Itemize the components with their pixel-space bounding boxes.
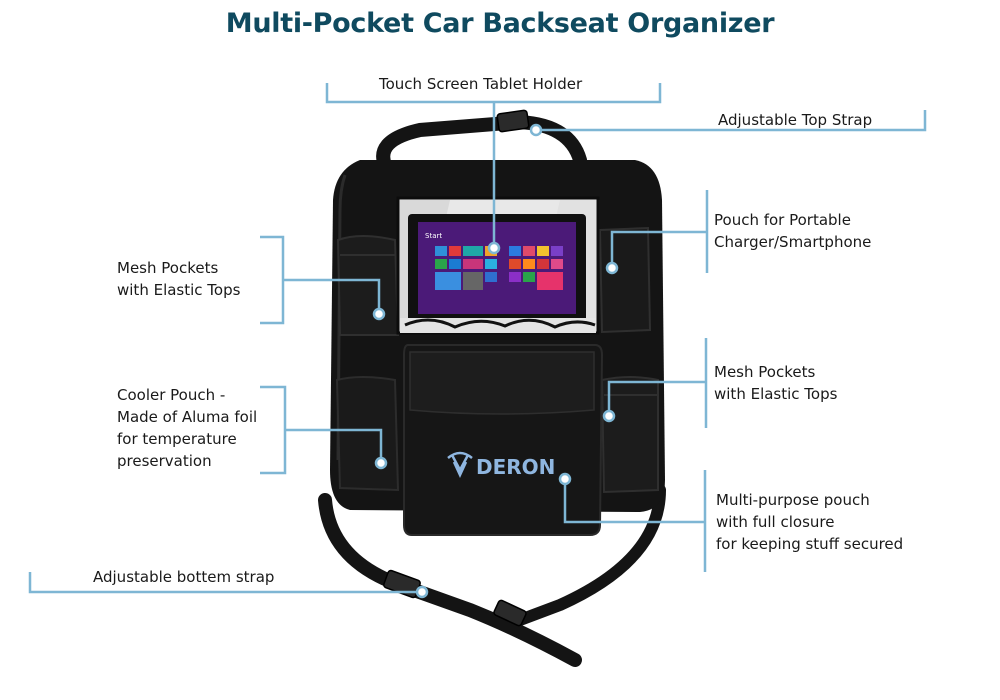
- dot-tablet: [487, 241, 501, 255]
- dot-bottom-strap: [415, 585, 429, 599]
- label-multipurpose-pouch: Multi-purpose pouch with full closure fo…: [716, 491, 904, 553]
- label-charger-pouch: Pouch for Portable Charger/Smartphone: [714, 211, 872, 251]
- callout-line-mesh-left: [260, 235, 381, 325]
- label-tablet-holder: Touch Screen Tablet Holder: [379, 75, 583, 93]
- pouch-flap: [409, 351, 595, 415]
- deron-logo-text: DERON: [476, 455, 555, 479]
- bottom-strap-buckle: [383, 569, 421, 599]
- page-title: Multi-Pocket Car Backseat Organizer: [225, 8, 775, 39]
- label-top-strap: Adjustable Top Strap: [718, 111, 873, 129]
- callout-lines: [28, 83, 927, 594]
- left-mesh-pocket: [336, 235, 400, 336]
- callout-line-top-strap: [538, 110, 927, 132]
- dot-mesh-right: [602, 409, 616, 423]
- callout-line-charger-pouch: [610, 190, 709, 273]
- label-cooler-pouch: Cooler Pouch - Made of Aluma foil for te…: [117, 386, 258, 470]
- dot-top-strap: [529, 123, 543, 137]
- top-strap: [376, 109, 587, 172]
- dot-multipurpose: [558, 472, 572, 486]
- dot-charger: [605, 261, 619, 275]
- label-bottom-strap: Adjustable bottem strap: [93, 568, 275, 586]
- right-mesh-pocket: [600, 376, 659, 494]
- label-mesh-left: Mesh Pockets with Elastic Tops: [117, 259, 241, 299]
- cooler-pouch: [335, 376, 400, 492]
- callout-dots: [372, 123, 619, 599]
- callout-line-multipurpose: [563, 470, 707, 572]
- callout-line-tablet-holder: [325, 83, 662, 248]
- top-strap-buckle: [496, 109, 530, 133]
- callout-line-bottom-strap: [28, 572, 420, 594]
- callout-line-mesh-right: [607, 338, 708, 428]
- charger-pouch: [598, 226, 652, 334]
- deron-logo: DERON: [447, 451, 555, 479]
- bottom-strap: [318, 484, 666, 667]
- dot-mesh-left: [372, 307, 386, 321]
- screen-start-text: Start: [425, 232, 442, 240]
- dot-cooler: [374, 456, 388, 470]
- callout-line-cooler-pouch: [260, 385, 383, 475]
- label-mesh-right: Mesh Pockets with Elastic Tops: [714, 363, 838, 403]
